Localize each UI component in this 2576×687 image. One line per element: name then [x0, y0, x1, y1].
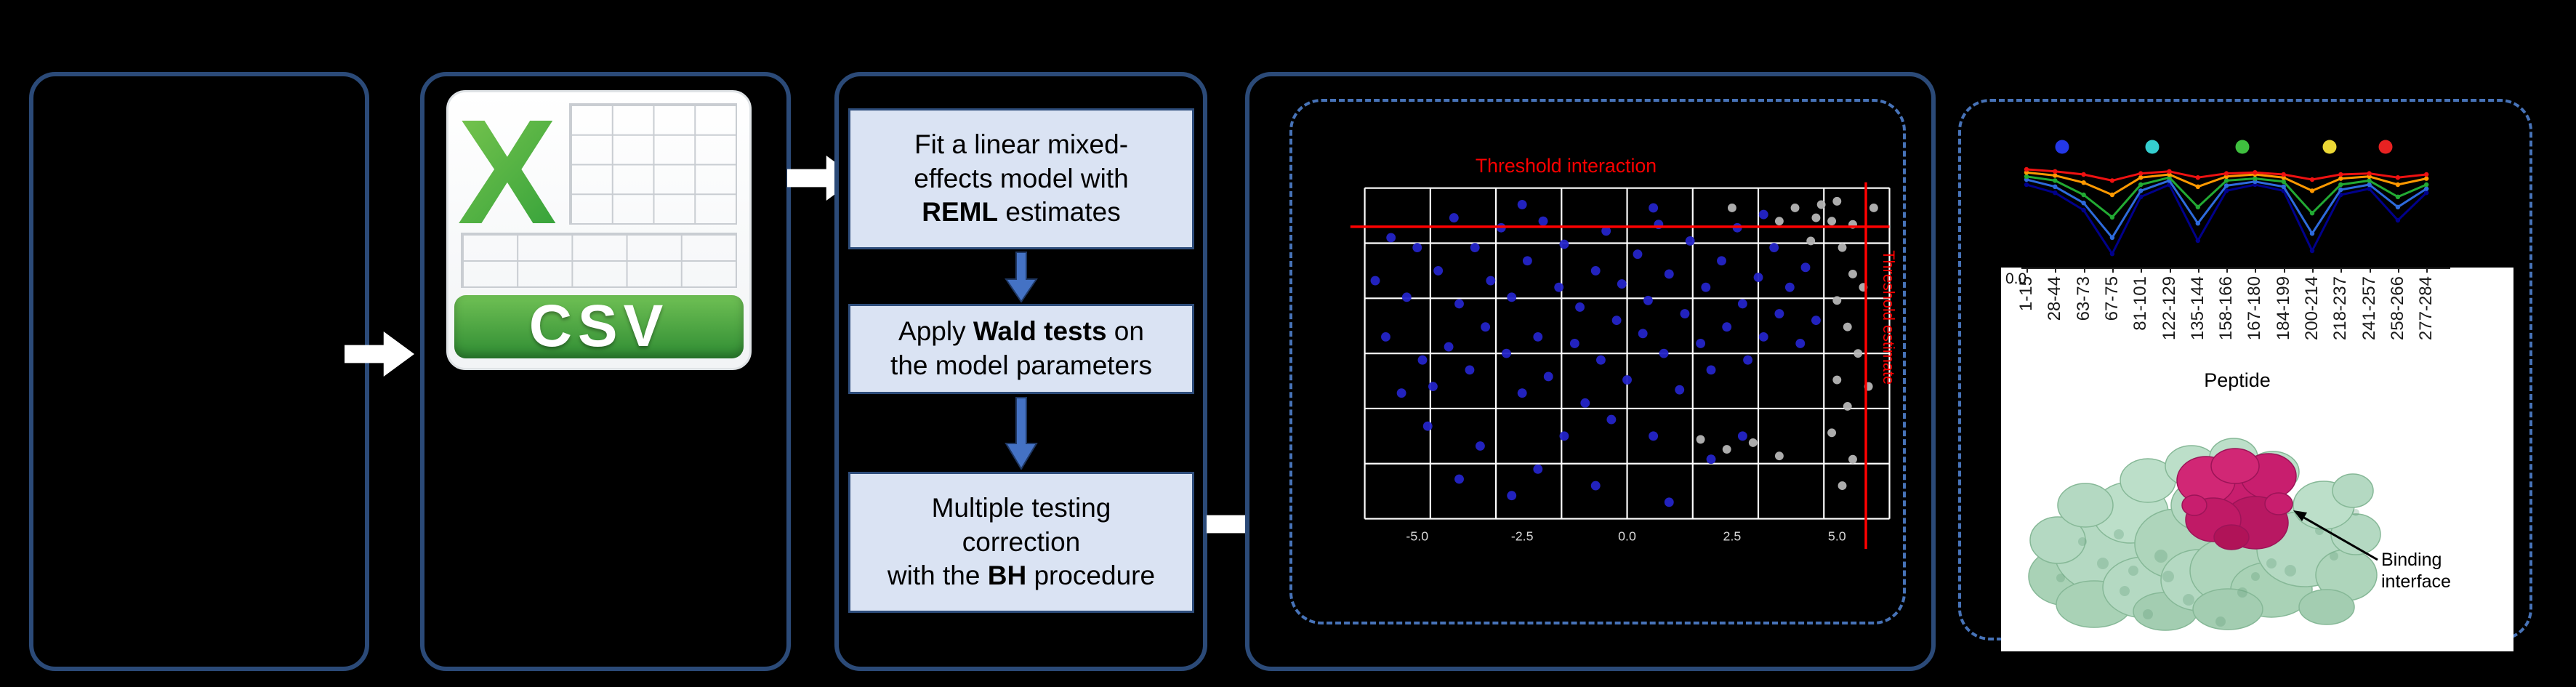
x-tick-label: -5.0: [1406, 529, 1428, 543]
peptide-axis-tick: [2283, 268, 2285, 273]
peptide-axis-tick: [2141, 268, 2143, 273]
peptide-axis-tick: [2369, 268, 2371, 273]
volcano-points-gray: [1696, 196, 1878, 491]
excel-x-logo: X: [457, 87, 557, 258]
csv-banner: CSV: [454, 293, 744, 360]
peptide-axis-tick: [2112, 268, 2114, 273]
peptide-axis-title: Peptide: [2204, 369, 2271, 391]
peptide-axis-tick: [2226, 268, 2229, 273]
panel-input-data: [29, 72, 369, 671]
condition-dot: [2322, 140, 2337, 154]
uptake-series-orange: [2024, 170, 2429, 198]
peptide-axis-tick: [2197, 268, 2199, 273]
x-tick-label: -2.5: [1511, 529, 1534, 543]
csv-file-icon: X CSV: [446, 87, 752, 370]
spreadsheet-grid: [568, 103, 738, 225]
uptake-series-blue: [2024, 177, 2429, 240]
protein-structure: [2028, 438, 2381, 631]
peptide-axis-tick: [2312, 268, 2314, 273]
threshold-estimate-label: Threshold estimate: [1880, 250, 1898, 385]
peptide-axis-tick: [2083, 268, 2085, 273]
x-tick-label: 2.5: [1723, 529, 1742, 543]
uptake-line-chart: [2024, 140, 2429, 257]
condition-dot: [2235, 140, 2250, 154]
spreadsheet-grid: [460, 233, 738, 289]
uptake-series-green: [2024, 174, 2429, 220]
uptake-series-navy: [2024, 182, 2429, 257]
peptide-axis-tick: [2340, 268, 2343, 273]
condition-dots: [2055, 140, 2393, 154]
down-arrow-icon: [1005, 397, 1038, 470]
peptide-axis-tick: [2255, 268, 2257, 273]
uptake-series-red: [2024, 166, 2429, 183]
peptide-axis-tick: [2055, 268, 2057, 273]
condition-dot: [2055, 140, 2069, 154]
protein-surface-texture: [2056, 509, 2359, 627]
volcano-points-blue: [1370, 199, 1821, 507]
csv-banner-label: CSV: [528, 293, 669, 360]
peptide-axis-line: [2021, 268, 2450, 269]
condition-dot: [2378, 140, 2393, 154]
binding-interface-region: [2176, 448, 2297, 550]
binding-interface-label: Binding interface: [2381, 550, 2451, 592]
x-tick-label: 0.0: [1618, 529, 1636, 543]
x-tick-label: 5.0: [1828, 529, 1846, 543]
peptide-axis-tick: [2397, 268, 2399, 273]
threshold-interaction-label: Threshold interaction: [1476, 155, 1657, 177]
peptide-axis-tick: [2426, 268, 2428, 273]
volcano-grid: [1364, 187, 1891, 520]
down-arrow-icon: [1005, 252, 1038, 302]
y-axis-tick-label: 0.0: [2005, 270, 2027, 287]
binding-arrow: [2293, 510, 2378, 561]
panel-volcano-results: [1245, 72, 1936, 671]
peptide-axis-tick: [2026, 268, 2028, 273]
peptide-axis-tick: [2169, 268, 2171, 273]
condition-dot: [2145, 140, 2160, 154]
